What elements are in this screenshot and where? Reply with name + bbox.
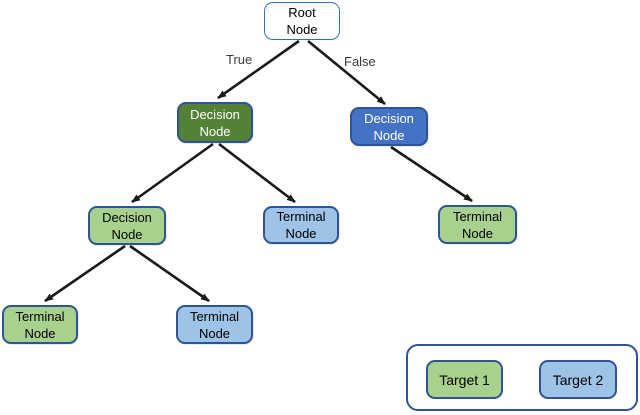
legend-label-target-1: Target 1 <box>439 371 490 388</box>
decision-node-label-line2: Node <box>199 123 231 139</box>
terminal-node-label-line1: Terminal <box>189 308 240 324</box>
decision-node-true-branch[interactable]: Decision Node <box>177 102 253 143</box>
terminal-node-label-line1: Terminal <box>452 208 503 224</box>
decision-node-label-line1: Decision <box>102 209 152 225</box>
legend-item-target-2: Target 2 <box>539 360 617 399</box>
edge-label-true: True <box>226 52 253 67</box>
terminal-node-label-line2: Node <box>24 325 56 341</box>
terminal-node-middle[interactable]: Terminal Node <box>263 206 339 244</box>
decision-node-label-line1: Decision <box>190 106 240 122</box>
terminal-node-bottom-middle[interactable]: Terminal Node <box>176 305 253 344</box>
terminal-node-label-line2: Node <box>285 226 317 241</box>
decision-node-label-line2: Node <box>111 226 143 242</box>
root-node-label-line1: Root <box>288 5 316 20</box>
edge-root-to-decision-false <box>307 39 386 106</box>
decision-node-left[interactable]: Decision Node <box>88 206 166 245</box>
edge-decision-false-to-terminal-right <box>390 145 473 203</box>
terminal-node-label-line1: Terminal <box>15 308 65 324</box>
decision-node-label-line1: Decision <box>364 110 414 126</box>
edge-decision-true-to-terminal-mid <box>218 142 296 204</box>
edge-decision-left-to-terminal-bottom-mid <box>129 244 210 303</box>
terminal-node-label-line1: Terminal <box>276 209 326 224</box>
terminal-node-label-line2: Node <box>198 325 231 341</box>
root-node[interactable]: Root Node <box>264 2 340 40</box>
root-node-label-line2: Node <box>286 22 318 37</box>
edge-label-false: False <box>344 54 376 69</box>
terminal-node-bottom-left[interactable]: Terminal Node <box>2 305 78 344</box>
legend-item-target-1: Target 1 <box>426 360 503 399</box>
legend-label-target-2: Target 2 <box>552 371 604 388</box>
decision-node-false-branch[interactable]: Decision Node <box>350 107 428 146</box>
edge-decision-left-to-terminal-bottom-left <box>44 244 126 303</box>
edge-root-to-decision-true <box>217 39 300 100</box>
decision-node-label-line2: Node <box>373 127 405 143</box>
edge-decision-true-to-decision-left <box>131 142 214 204</box>
terminal-node-label-line2: Node <box>461 225 494 241</box>
terminal-node-right[interactable]: Terminal Node <box>438 205 517 244</box>
